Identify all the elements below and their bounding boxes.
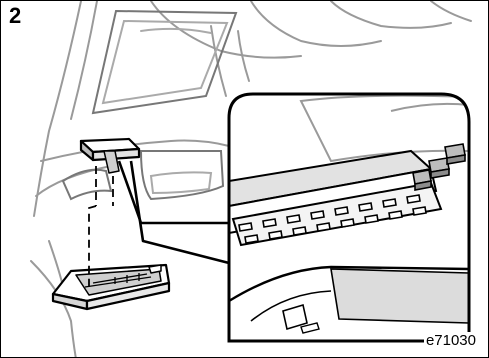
fuse-box-cover-block bbox=[81, 139, 139, 173]
removed-cover-part bbox=[53, 265, 169, 309]
inset-detail-view bbox=[229, 94, 469, 341]
step-number: 2 bbox=[9, 5, 21, 27]
figure-code: e71030 bbox=[424, 332, 478, 349]
callout-leader bbox=[119, 161, 229, 263]
